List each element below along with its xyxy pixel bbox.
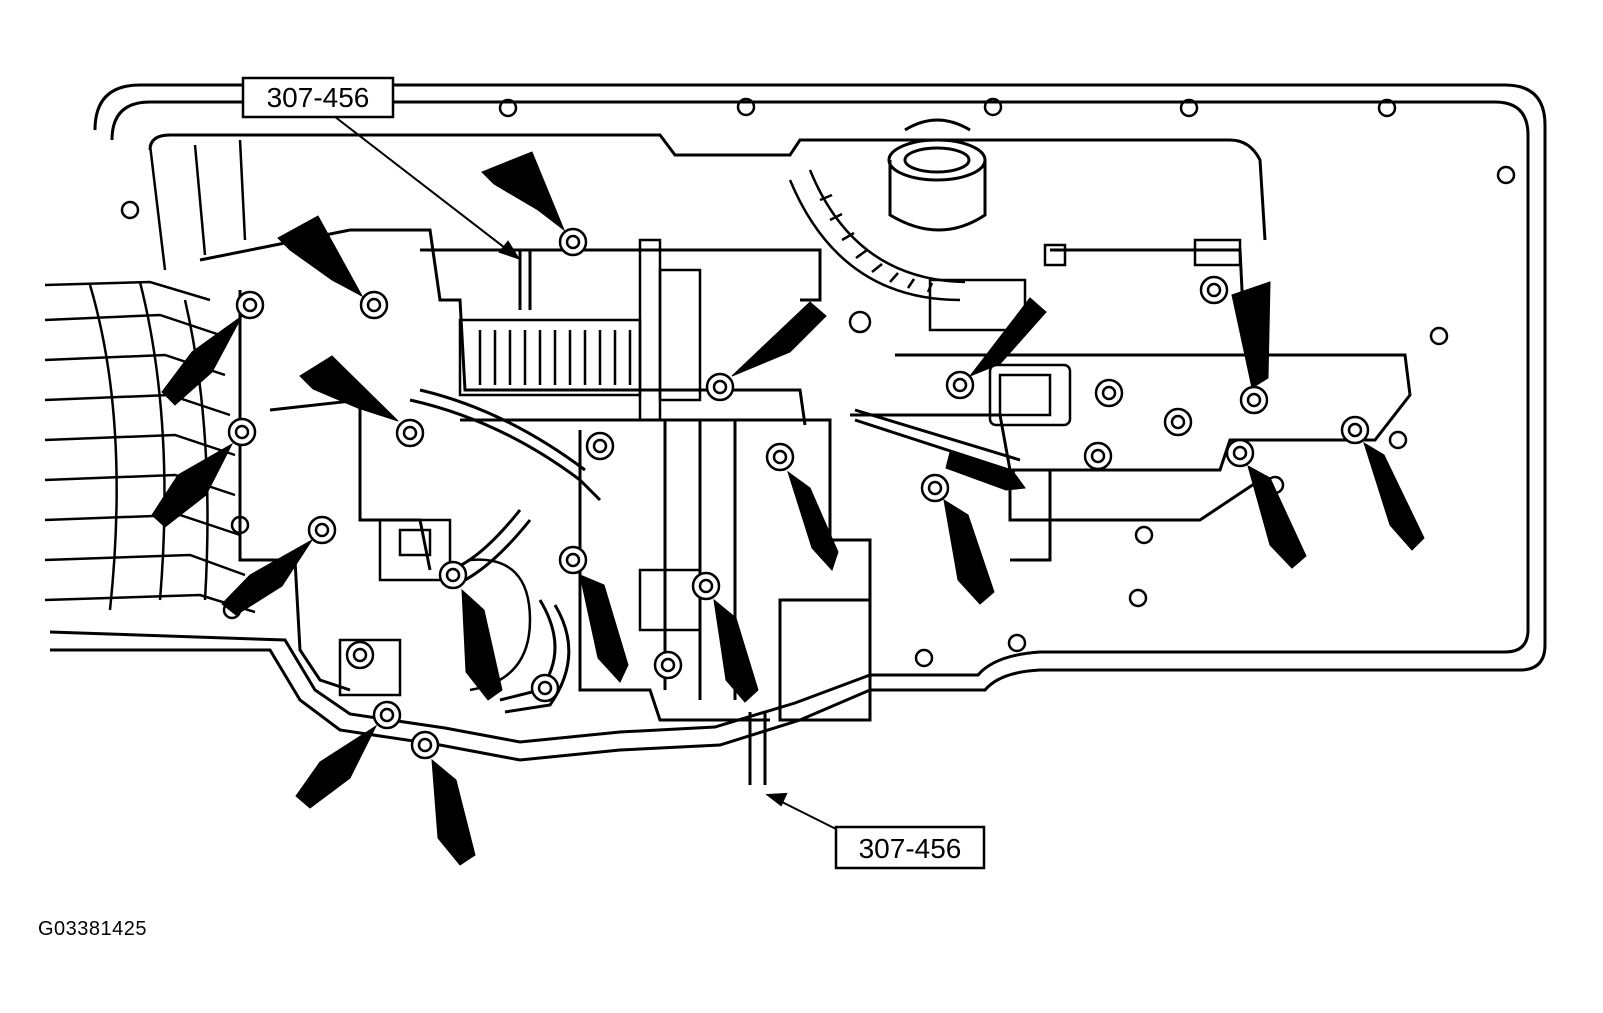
bolt (765, 442, 795, 472)
valve-body (148, 133, 1412, 722)
bolt (558, 227, 588, 257)
callout-label-top: 307-456 (267, 82, 370, 113)
arrow (1247, 464, 1307, 569)
bolt (1225, 438, 1255, 468)
arrow (579, 574, 629, 683)
bolt (345, 640, 375, 670)
bolt-indicator-arrows (151, 151, 1425, 866)
bolt (235, 290, 265, 320)
bolt (558, 545, 588, 575)
callout-arrowhead-bottom (765, 792, 788, 807)
arrow (943, 498, 995, 605)
callout-arrowhead-top (498, 240, 521, 260)
bolt (395, 418, 425, 448)
valve-body-bolts (227, 227, 1370, 760)
bolt (1163, 407, 1193, 437)
arrow (968, 297, 1047, 378)
pan-gasket-outline (49, 83, 1547, 762)
bolt (691, 571, 721, 601)
arrow (731, 301, 827, 377)
arrow (945, 451, 1026, 491)
bolt (945, 370, 975, 400)
arrow (1363, 441, 1425, 551)
arrow (787, 470, 839, 571)
arrow (1231, 281, 1271, 389)
figure-id: G03381425 (38, 918, 148, 940)
arrow (161, 315, 243, 406)
arrow (295, 724, 378, 809)
arrow (277, 215, 364, 298)
bolt (1340, 415, 1370, 445)
arrow (299, 355, 399, 422)
connectors (338, 238, 1242, 697)
arrow (431, 758, 476, 866)
bolt (1083, 441, 1113, 471)
arrow (481, 151, 566, 232)
bolt (920, 473, 950, 503)
callout-label-bottom: 307-456 (859, 833, 962, 864)
bolt (848, 310, 872, 334)
bolt (1239, 385, 1269, 415)
arrow (151, 442, 234, 528)
bolt (585, 431, 615, 461)
callout-box-top: 307-456 (241, 76, 395, 119)
bolt (530, 673, 560, 703)
callout-box-bottom: 307-456 (834, 825, 986, 870)
callout-leader-top (329, 112, 519, 259)
tubes (409, 250, 1021, 785)
output-seal (887, 118, 987, 232)
bolt (1094, 378, 1124, 408)
bolt (359, 290, 389, 320)
case-ribbing (44, 139, 256, 614)
bolt (372, 700, 402, 730)
bolt (1199, 275, 1229, 305)
bolt (227, 417, 257, 447)
spool-valve (458, 238, 702, 422)
bolt (705, 372, 735, 402)
bolt (410, 730, 440, 760)
arrow (221, 539, 313, 616)
callout-leaders (329, 112, 839, 831)
arrow (461, 588, 503, 701)
bolt (653, 650, 683, 680)
gasket-bolt-holes (120, 97, 1516, 668)
bolt (438, 560, 468, 590)
bolt (307, 515, 337, 545)
arrow (713, 598, 759, 703)
